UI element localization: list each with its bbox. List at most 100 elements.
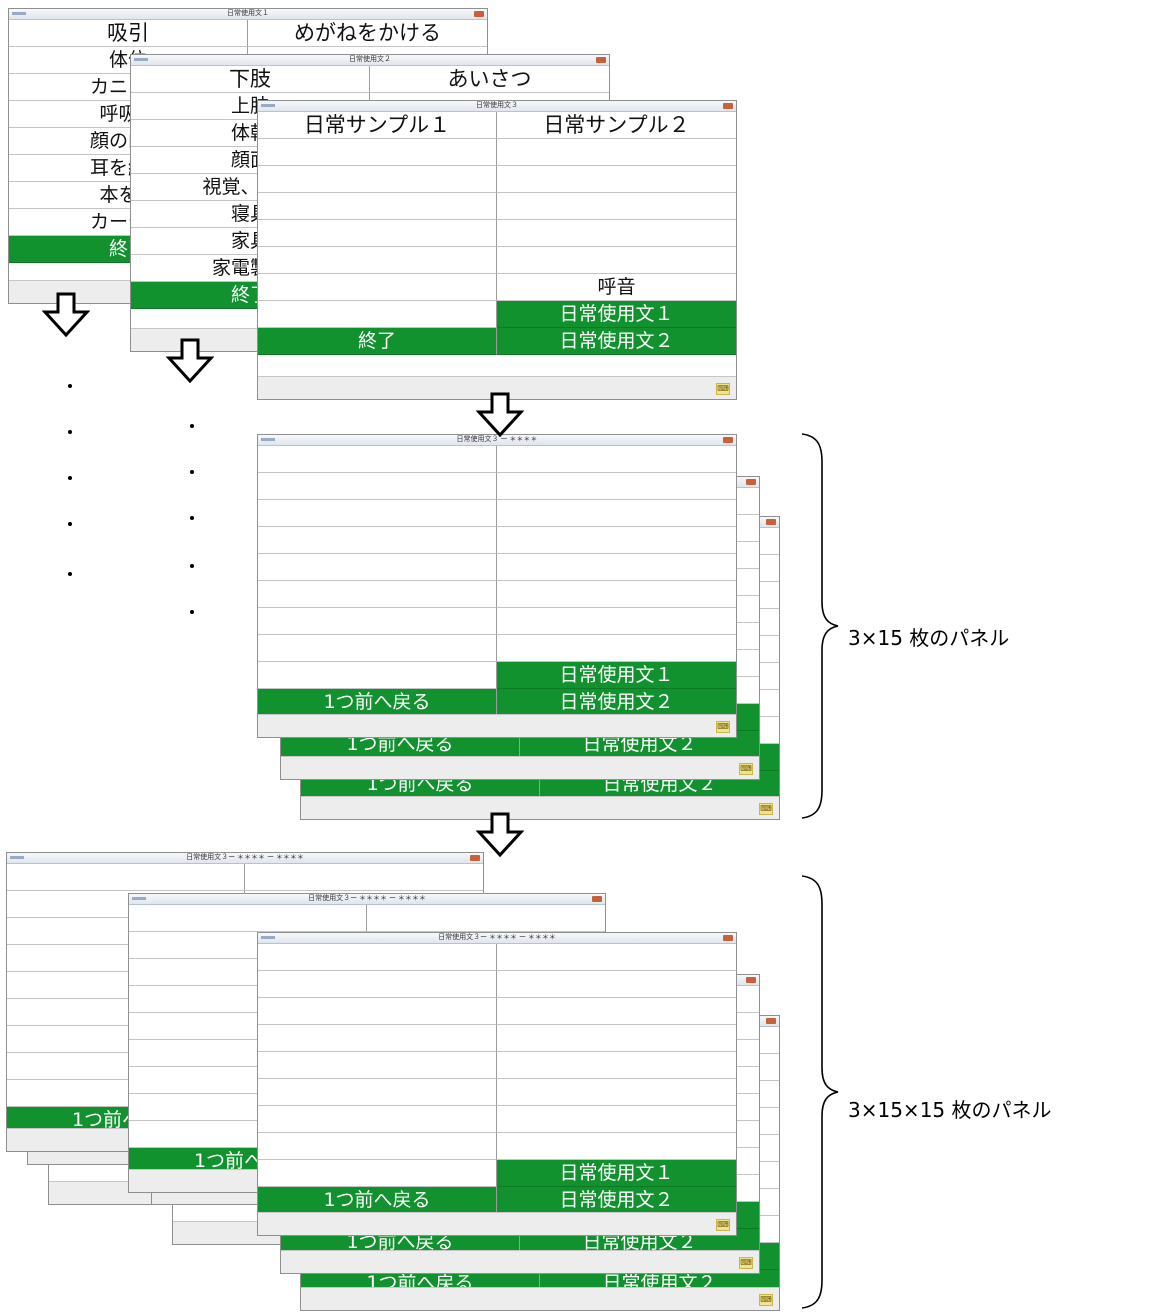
empty-panel-button[interactable] [497, 139, 736, 166]
status-bar: ⌨ [258, 714, 736, 737]
panel-button[interactable]: めがねをかける [248, 20, 487, 47]
empty-panel-button[interactable] [497, 554, 736, 581]
panel-button[interactable]: 日常使用文２ [497, 328, 736, 355]
panel-button[interactable]: 日常使用文２ [497, 689, 736, 716]
panel-count-label: 3×15×15 枚のパネル [848, 1098, 1052, 1122]
window-title-bar: 日常使用文２ [131, 55, 609, 66]
app-icon [261, 438, 275, 441]
empty-panel-button[interactable] [258, 608, 497, 635]
empty-panel-button[interactable] [258, 473, 497, 500]
keyboard-icon[interactable]: ⌨ [716, 1219, 730, 1231]
empty-panel-button[interactable] [258, 166, 497, 193]
empty-panel-button[interactable] [367, 905, 605, 932]
ellipsis-dot [68, 522, 72, 526]
empty-panel-button[interactable] [258, 1106, 497, 1133]
empty-panel-button[interactable] [497, 220, 736, 247]
panel-button[interactable]: 下肢 [131, 66, 370, 93]
empty-panel-button[interactable] [497, 1106, 736, 1133]
empty-panel-button[interactable] [258, 1052, 497, 1079]
empty-panel-button[interactable] [497, 446, 736, 473]
empty-panel-button[interactable] [497, 1052, 736, 1079]
close-button[interactable] [766, 1018, 776, 1024]
empty-panel-button[interactable] [258, 274, 497, 301]
empty-panel-button[interactable] [7, 864, 245, 891]
keyboard-icon[interactable]: ⌨ [716, 721, 730, 733]
empty-panel-button[interactable] [258, 301, 497, 328]
empty-panel-button[interactable] [258, 998, 497, 1025]
panel-button[interactable]: 終了 [258, 328, 497, 355]
empty-panel-button[interactable] [497, 247, 736, 274]
empty-panel-button[interactable] [497, 193, 736, 220]
app-icon [12, 12, 26, 15]
status-bar: ⌨ [281, 1250, 759, 1273]
empty-panel-button[interactable] [258, 554, 497, 581]
empty-panel-button[interactable] [497, 473, 736, 500]
empty-panel-button[interactable] [258, 139, 497, 166]
window-title: 日常使用文１ [227, 10, 269, 17]
close-button[interactable] [723, 103, 733, 109]
panel-button[interactable]: 日常サンプル２ [497, 112, 736, 139]
panel-button[interactable]: 1つ前へ戻る [258, 689, 497, 716]
empty-panel-button[interactable] [258, 971, 497, 998]
empty-panel-button[interactable] [497, 635, 736, 662]
empty-panel-button[interactable] [258, 446, 497, 473]
empty-panel-button[interactable] [258, 500, 497, 527]
panel-button[interactable]: 1つ前へ戻る [258, 1187, 497, 1214]
panel-button[interactable]: 日常使用文２ [497, 1187, 736, 1214]
close-button[interactable] [746, 977, 756, 983]
empty-panel-button[interactable] [258, 1025, 497, 1052]
empty-panel-button[interactable] [497, 166, 736, 193]
panel-button[interactable]: 日常使用文１ [497, 301, 736, 328]
empty-panel-button[interactable] [497, 1025, 736, 1052]
keyboard-icon[interactable]: ⌨ [759, 803, 773, 815]
empty-panel-button[interactable] [497, 500, 736, 527]
empty-panel-button[interactable] [245, 864, 483, 891]
empty-panel-button[interactable] [258, 1079, 497, 1106]
keyboard-icon[interactable]: ⌨ [739, 763, 753, 775]
keyboard-icon[interactable]: ⌨ [759, 1294, 773, 1306]
empty-panel-button[interactable] [258, 527, 497, 554]
panel-button[interactable]: 吸引 [9, 20, 248, 47]
panel-button[interactable]: 日常サンプル１ [258, 112, 497, 139]
close-button[interactable] [766, 519, 776, 525]
empty-panel-button[interactable] [258, 944, 497, 971]
empty-panel-button[interactable] [258, 635, 497, 662]
empty-panel-button[interactable] [258, 1160, 497, 1187]
empty-panel-button[interactable] [258, 662, 497, 689]
empty-panel-button[interactable] [258, 220, 497, 247]
keyboard-icon[interactable]: ⌨ [739, 1257, 753, 1269]
empty-panel-button[interactable] [497, 608, 736, 635]
panel-button[interactable]: 日常使用文１ [497, 1160, 736, 1187]
empty-panel-button[interactable] [497, 527, 736, 554]
empty-panel-button[interactable] [258, 193, 497, 220]
empty-panel-button[interactable] [258, 1133, 497, 1160]
close-button[interactable] [596, 57, 606, 63]
close-button[interactable] [474, 11, 484, 17]
panel-button[interactable]: あいさつ [370, 66, 609, 93]
close-button[interactable] [723, 437, 733, 443]
app-icon [10, 856, 24, 859]
close-button[interactable] [723, 935, 733, 941]
empty-panel-button[interactable] [258, 247, 497, 274]
panel-button[interactable]: 日常使用文１ [497, 662, 736, 689]
status-bar: ⌨ [301, 1287, 779, 1310]
panel-button[interactable]: 呼音 [497, 274, 736, 301]
empty-panel-button[interactable] [258, 581, 497, 608]
empty-panel-button[interactable] [497, 998, 736, 1025]
ellipsis-dot [68, 384, 72, 388]
empty-panel-button[interactable] [497, 1079, 736, 1106]
empty-panel-button[interactable] [129, 905, 367, 932]
keyboard-icon[interactable]: ⌨ [716, 383, 730, 395]
close-button[interactable] [746, 479, 756, 485]
empty-panel-button[interactable] [497, 581, 736, 608]
close-button[interactable] [470, 855, 480, 861]
empty-panel-button[interactable] [497, 971, 736, 998]
app-icon [261, 104, 275, 107]
down-arrow-icon [476, 392, 524, 438]
window-title-bar: 日常使用文３ ー ＊＊＊＊ [258, 435, 736, 446]
close-button[interactable] [592, 896, 602, 902]
empty-panel-button[interactable] [497, 1133, 736, 1160]
app-icon [134, 58, 148, 61]
empty-panel-button[interactable] [497, 944, 736, 971]
